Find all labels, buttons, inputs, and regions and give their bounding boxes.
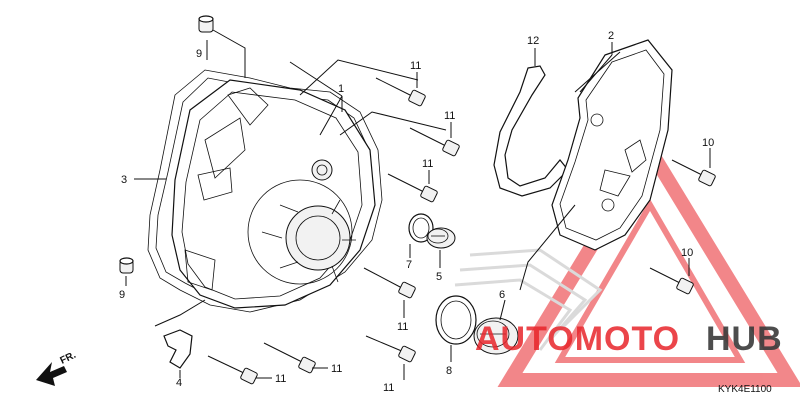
sprocket-cover-part-2: [551, 39, 673, 251]
callout-11-b: 11: [444, 110, 455, 122]
watermark-text-part2: HUB: [706, 320, 783, 358]
harness-clamp-part-4: [163, 329, 193, 369]
bolt-10-a: [671, 159, 716, 187]
watermark-logo: [454, 136, 800, 387]
callout-11-f: 11: [331, 363, 342, 375]
callout-10-b: 10: [681, 247, 693, 259]
callout-12: 12: [527, 35, 539, 47]
callout-1: 1: [338, 83, 344, 95]
bolt-11-a: [375, 77, 426, 107]
bolt-11-f: [263, 342, 316, 374]
leader-lines: [125, 29, 711, 380]
bolt-11-d: [363, 267, 416, 299]
bolt-11-g: [207, 355, 258, 385]
front-arrow-icon: [36, 362, 67, 386]
diagram-code: KYK4E1100: [718, 384, 772, 395]
front-direction-indicator: FR.: [36, 350, 78, 386]
dowel-pin-top-part-9: [198, 15, 214, 33]
o-ring-part-7: [408, 213, 434, 243]
callout-11-a: 11: [410, 60, 421, 72]
bolt-11-c: [387, 173, 438, 203]
callout-5: 5: [436, 271, 442, 283]
bolt-set-part-11: [207, 77, 460, 385]
callout-11-d: 11: [397, 321, 408, 333]
front-label: FR.: [58, 350, 77, 367]
plug-cap-part-6: [473, 317, 519, 355]
callout-7: 7: [406, 259, 412, 271]
callout-4: 4: [176, 377, 182, 389]
bolt-11-e: [365, 335, 416, 363]
callout-2: 2: [608, 30, 614, 42]
bolt-10-b: [649, 267, 694, 295]
seal-part-12: [493, 65, 569, 197]
watermark-text-part1: AUTOMOTO: [475, 320, 680, 358]
callout-9-bottom: 9: [119, 289, 125, 301]
callout-11-g: 11: [275, 373, 286, 385]
o-ring-part-8: [435, 295, 477, 345]
callout-11-c: 11: [422, 158, 433, 170]
left-crankcase-cover-part-1: [171, 79, 376, 309]
dowel-pin-bottom-part-9: [119, 257, 134, 274]
callout-labels: 9 1 3 9 4 11 11 11 11 11 11 11 7 5 6 8 1…: [119, 30, 714, 394]
callout-10-a: 10: [702, 137, 714, 149]
watermark-text: AUTOMOTO HUB: [475, 320, 783, 358]
callout-8: 8: [446, 365, 452, 377]
plug-cap-part-5: [426, 227, 456, 249]
bolt-11-b: [409, 127, 460, 157]
callout-9-top: 9: [196, 48, 202, 60]
callout-3: 3: [121, 174, 127, 186]
callout-6: 6: [499, 289, 505, 301]
callout-11-e: 11: [383, 382, 394, 394]
